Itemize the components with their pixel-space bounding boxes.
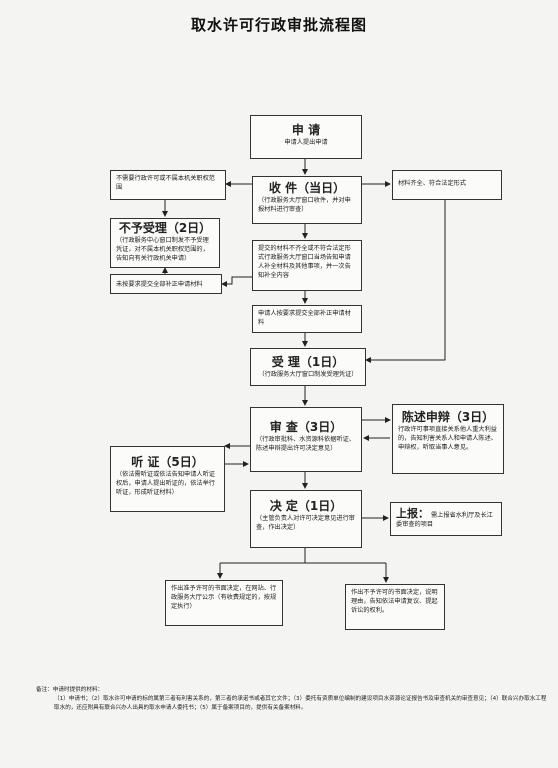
report-box: 上报： 需上报省水利厅及长江委审查的项目 xyxy=(390,502,502,536)
apply-subtitle: 申请人提出申请 xyxy=(284,139,328,146)
accept-box: 受 理（1日） （行政服务大厅窗口制发受理凭证） xyxy=(250,348,366,386)
statement-title: 陈述申辩（3日） xyxy=(401,410,495,424)
incomplete-text: 提交的材料不齐全或不符合法定形式行政服务大厅窗口当场告知申请人补全材料及其他事项… xyxy=(258,245,351,279)
decision-title: 决 定（1日） xyxy=(269,499,343,513)
hearing-box: 听 证（5日） （依法需听证或依法告知申请人听证权后，申请人提出听证的，依法举行… xyxy=(110,446,225,512)
supplemented-text: 申请人按要求提交全部补正申请材料 xyxy=(258,310,351,326)
deny-text: 作出不予许可的书面决定，说明理由，告知依法申请复议、提起诉讼的权利。 xyxy=(351,589,438,614)
receive-subtitle: （行政服务大厅窗口收件，并对申报材料进行审查） xyxy=(258,197,351,213)
decision-box: 决 定（1日） （主管负责人对许可决定意见进行审查，作出决定） xyxy=(250,490,362,548)
materials-ok-box: 材料齐全、符合法定形式 xyxy=(392,170,502,200)
deny-box: 作出不予许可的书面决定，说明理由，告知依法申请复议、提起诉讼的权利。 xyxy=(345,584,445,630)
apply-box: 申 请 申请人提出申请 xyxy=(250,115,362,159)
accept-title: 受 理（1日） xyxy=(271,355,345,369)
receive-box: 收 件（当日） （行政服务大厅窗口收件，并对申报材料进行审查） xyxy=(252,176,362,224)
accept-subtitle: （行政服务大厅窗口制发受理凭证） xyxy=(258,371,358,378)
notes: 备注：申请时提供的材料： （1）申请书；（2）取水许可申请的标的属第三者有利害关… xyxy=(36,686,548,713)
statement-box: 陈述申辩（3日） 行政许可事项直接关系他人重大利益的，告知利害关系人和申请人陈述… xyxy=(392,404,504,474)
hearing-subtitle: （依法需听证或依法告知申请人听证权后，申请人提出听证的，依法举行听证，形成听证材… xyxy=(116,471,215,496)
notes-heading: 备注：申请时提供的材料： xyxy=(36,687,104,693)
supplemented-box: 申请人按要求提交全部补正申请材料 xyxy=(252,305,362,333)
materials-ok-text: 材料齐全、符合法定形式 xyxy=(398,180,467,187)
not-supplemented-text: 未按要求提交全部补正申请材料 xyxy=(116,281,203,288)
report-title: 上报： xyxy=(396,507,429,520)
reject-box: 不予受理（2日） （行政服务中心窗口制发不予受理凭证，对不属本机关职权范围的，告… xyxy=(110,218,220,268)
report-subtitle: 需上报省水利厅及长江委审查的项目 xyxy=(396,512,493,528)
grant-box: 作出准予许可的书面决定，在网站、行政服务大厅公示（有收费规定的，按规定执行） xyxy=(165,580,283,626)
decision-subtitle: （主管负责人对许可决定意见进行审查，作出决定） xyxy=(256,515,355,531)
arrow-materialsok-accept xyxy=(365,200,446,363)
statement-subtitle: 行政许可事项直接关系他人重大利益的，告知利害关系人和申请人陈述、申辩权，听取当事… xyxy=(398,426,497,451)
notes-line: （1）申请书；（2）取水许可申请的标的属第三者有利害关系的，第三者的承诺书或者其… xyxy=(54,696,547,711)
arrow-incomplete-notsupplemented xyxy=(221,276,252,287)
not-in-scope-box: 不需要行政许可或不属本机关职权范围 xyxy=(110,170,226,200)
review-subtitle: （行政审批科、水资源科依据听证、陈述申辩提出许可决定意见） xyxy=(256,436,355,452)
not-in-scope-text: 不需要行政许可或不属本机关职权范围 xyxy=(116,175,215,191)
review-title: 审 查（3日） xyxy=(269,420,343,434)
hearing-title: 听 证（5日） xyxy=(131,455,204,469)
receive-title: 收 件（当日） xyxy=(268,181,346,195)
reject-title: 不予受理（2日） xyxy=(118,221,212,235)
apply-title: 申 请 xyxy=(291,123,321,137)
grant-text: 作出准予许可的书面决定，在网站、行政服务大厅公示（有收费规定的，按规定执行） xyxy=(171,585,277,610)
reject-subtitle: （行政服务中心窗口制发不予受理凭证，对不属本机关职权范围的，告知向有关行政机关申… xyxy=(116,237,209,262)
incomplete-box: 提交的材料不齐全或不符合法定形式行政服务大厅窗口当场告知申请人补全材料及其他事项… xyxy=(252,240,362,291)
page-title: 取水许可行政审批流程图 xyxy=(190,16,367,34)
review-box: 审 查（3日） （行政审批科、水资源科依据听证、陈述申辩提出许可决定意见） xyxy=(250,407,362,472)
not-supplemented-box: 未按要求提交全部补正申请材料 xyxy=(110,274,222,294)
